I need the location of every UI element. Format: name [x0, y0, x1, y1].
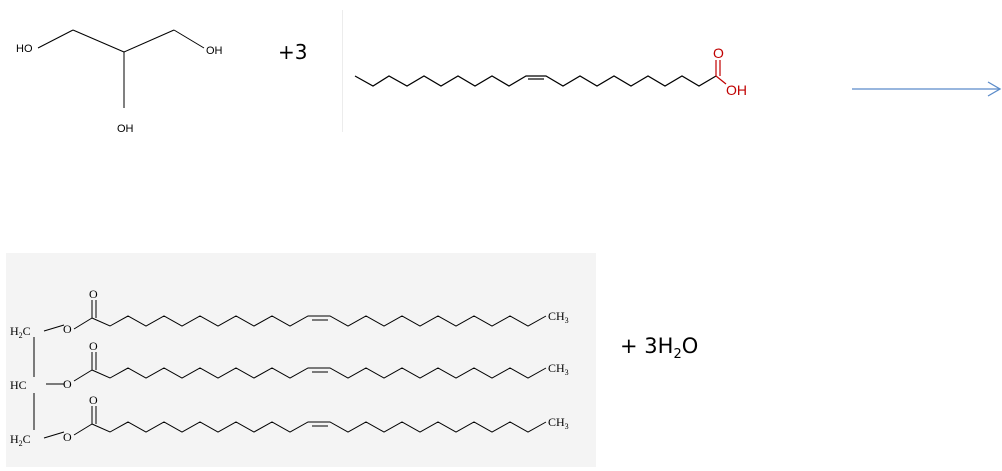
ester-link-2b [73, 369, 93, 382]
water-suffix: O [681, 334, 699, 358]
ch3-terminal-1: CH3 [548, 309, 569, 325]
ch3-terminal-3: CH3 [548, 415, 569, 431]
water-sub: 2 [673, 347, 682, 363]
coefficient-plus-three: +3 [278, 40, 307, 64]
oleic-hydroxyl: OH [726, 82, 747, 98]
reaction-arrow [852, 81, 1002, 97]
carbonyl-o-2: O [89, 339, 98, 353]
ester-link-3a [43, 431, 65, 439]
glycerol-oh-bottom: OH [117, 123, 134, 135]
ch3-terminal-2: CH3 [548, 361, 569, 377]
triglyceride-structure: H2C HC H2C O O O O O O CH3 CH3 CH3 [10, 287, 569, 448]
h2c-top-h: H [10, 324, 19, 338]
ester-link-1a [43, 324, 65, 332]
divider-line [342, 10, 343, 132]
glycerol-backbone [33, 317, 93, 439]
glycerol-structure [37, 29, 205, 108]
glycerol-ho-left: HO [16, 43, 33, 55]
fatty-chains [91, 300, 547, 433]
fatty-chain-1 [91, 315, 547, 327]
h2c-bot-h: H [10, 432, 19, 446]
oleic-carbon-chain [354, 75, 717, 87]
h2c-bot-sub: 2 [19, 439, 23, 448]
oleic-acid-structure [354, 75, 717, 87]
bond-c3-oh [173, 29, 205, 49]
ch3-3-sub: 3 [565, 422, 569, 431]
glycerol-oh-right: OH [206, 45, 223, 57]
ch3-2-sub: 3 [565, 368, 569, 377]
fatty-chain-2 [91, 367, 547, 379]
carbonyl-o-1: O [89, 287, 98, 301]
coefficient-text: +3 [278, 40, 308, 64]
ester-o-2: O [63, 377, 72, 391]
ester-link-3b [73, 423, 93, 436]
water-product: + 3H2O [620, 334, 698, 362]
water-prefix: + 3H [620, 334, 674, 358]
hc-mid: HC [10, 378, 27, 392]
triglyceride-panel [6, 253, 596, 467]
fatty-chain-3 [91, 421, 547, 433]
ch3-3-text: CH [548, 415, 565, 429]
carbonyl-o-3: O [89, 393, 98, 407]
h2c-bottom: H2C [10, 432, 31, 448]
bond-ho-c1 [37, 29, 74, 49]
ch3-1-text: CH [548, 309, 565, 323]
ch3-1-sub: 3 [565, 316, 569, 325]
h2c-top-c: C [23, 324, 31, 338]
bond-c1-c2 [72, 29, 125, 53]
hydroxyl-bond [715, 75, 727, 85]
ester-o-1: O [63, 322, 72, 336]
bond-c2-c3 [123, 29, 175, 53]
ester-link-1b [73, 317, 93, 330]
h2c-top: H2C [10, 324, 31, 340]
oleic-carboxyl-bonds [715, 60, 727, 85]
h2c-top-sub: 2 [19, 331, 23, 340]
h2c-bot-c: C [23, 432, 31, 446]
ester-o-3: O [63, 430, 72, 444]
ch3-2-text: CH [548, 361, 565, 375]
oleic-carbonyl-o: O [713, 45, 724, 61]
arrow-head [987, 81, 1002, 97]
